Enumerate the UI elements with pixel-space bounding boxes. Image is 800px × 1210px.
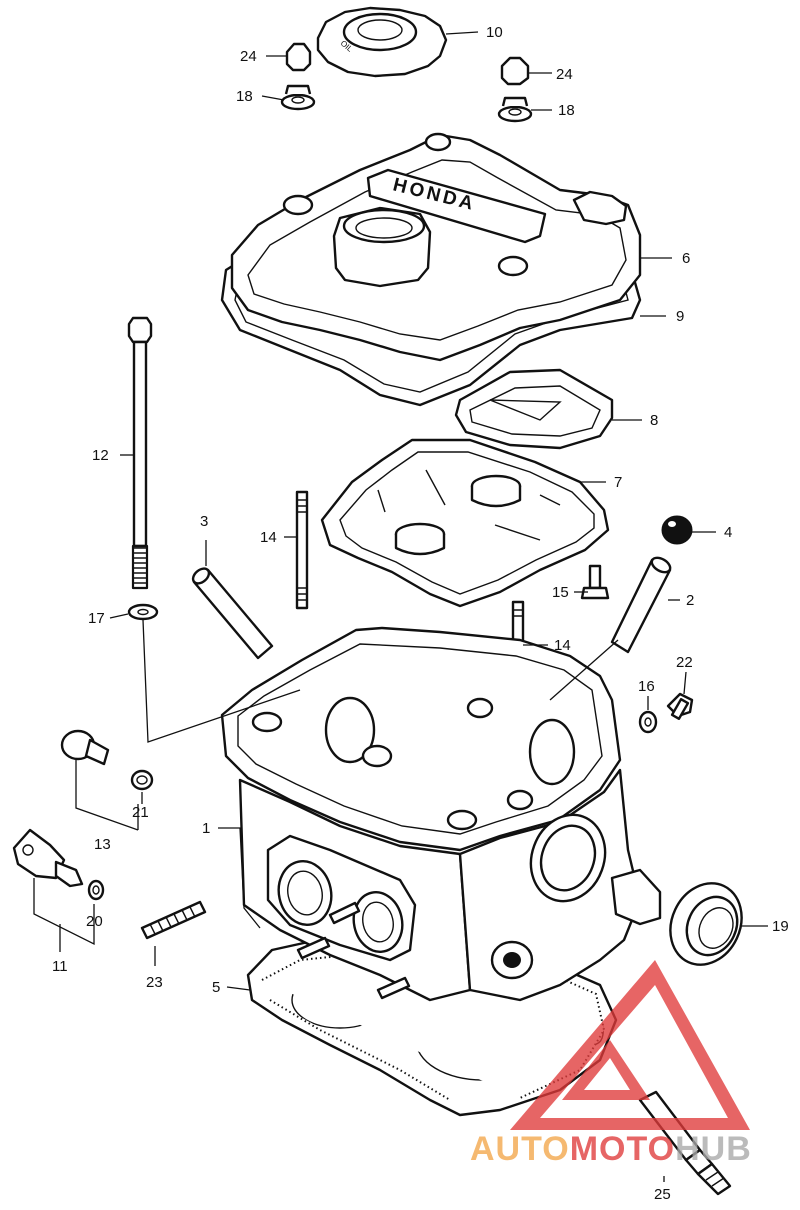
dowel-pipe-right xyxy=(610,556,672,654)
callout-12: 12 xyxy=(92,447,109,464)
callout-19: 19 xyxy=(772,918,789,935)
watermark-inner-triangle-icon xyxy=(562,1040,650,1100)
stud-left xyxy=(295,490,309,610)
camshaft-holder-plate xyxy=(320,438,610,608)
rubber-cap xyxy=(661,515,693,545)
oil-seal xyxy=(669,882,743,966)
automotohub-watermark: AUTOMOTOHUB xyxy=(470,960,752,1168)
callout-labels: 10 24 24 18 18 6 9 8 7 4 2 3 12 14 17 14… xyxy=(52,24,789,1203)
callout-13: 13 xyxy=(94,836,111,853)
watermark-auto: AUTO xyxy=(470,1130,570,1168)
cylinder-head xyxy=(220,626,662,1002)
drain-plug xyxy=(60,729,110,766)
callout-11: 11 xyxy=(52,958,68,975)
callout-18-left: 18 xyxy=(236,88,253,105)
port-stud-3 xyxy=(376,976,411,1000)
port-stud-1 xyxy=(328,901,361,925)
callout-4: 4 xyxy=(724,524,732,541)
callout-14-center: 14 xyxy=(554,637,571,654)
callout-25: 25 xyxy=(654,1186,671,1203)
callout-24-right: 24 xyxy=(556,66,573,83)
watermark-moto: MOTO xyxy=(570,1130,675,1168)
cap-nut-right xyxy=(500,56,530,86)
flange-bolt xyxy=(580,564,610,600)
callout-7: 7 xyxy=(614,474,622,491)
watermark-hub: HUB xyxy=(675,1130,752,1168)
breather-plate xyxy=(454,368,614,450)
watermark-triangle-icon xyxy=(510,960,750,1130)
seal-washer-left xyxy=(280,84,316,111)
switch-washer xyxy=(87,879,105,901)
cap-nut-left xyxy=(285,42,312,72)
callout-5: 5 xyxy=(212,979,220,996)
seal-washer-right xyxy=(497,96,533,123)
small-bolt xyxy=(666,692,694,720)
leader-lines xyxy=(33,31,768,1182)
callout-23: 23 xyxy=(146,974,163,991)
callout-2: 2 xyxy=(686,592,694,609)
callout-6: 6 xyxy=(682,250,690,267)
cylinder-stud-bolt xyxy=(127,316,153,590)
callout-17: 17 xyxy=(88,610,105,627)
callout-20: 20 xyxy=(86,913,103,930)
callout-8: 8 xyxy=(650,412,658,429)
neutral-switch xyxy=(12,828,84,888)
callout-24-left: 24 xyxy=(240,48,257,65)
callout-1: 1 xyxy=(202,820,210,837)
callout-21: 21 xyxy=(132,804,149,821)
callout-10: 10 xyxy=(486,24,503,41)
plug-washer xyxy=(130,769,154,791)
stud-washer xyxy=(127,603,159,621)
callout-16: 16 xyxy=(638,678,655,695)
exhaust-stud-bolt xyxy=(140,900,207,940)
valve-cover: HONDA xyxy=(230,132,642,362)
watermark-text: AUTOMOTOHUB xyxy=(470,1130,752,1168)
port-stud-2 xyxy=(296,936,331,960)
callout-15: 15 xyxy=(552,584,569,601)
dowel-pipe-left xyxy=(191,567,274,660)
callout-22: 22 xyxy=(676,654,693,671)
callout-18-right: 18 xyxy=(558,102,575,119)
oil-filler-cap: OIL xyxy=(316,6,448,78)
sealing-washer xyxy=(638,710,658,734)
callout-3: 3 xyxy=(200,513,208,530)
callout-9: 9 xyxy=(676,308,684,325)
callout-14-left: 14 xyxy=(260,529,277,546)
